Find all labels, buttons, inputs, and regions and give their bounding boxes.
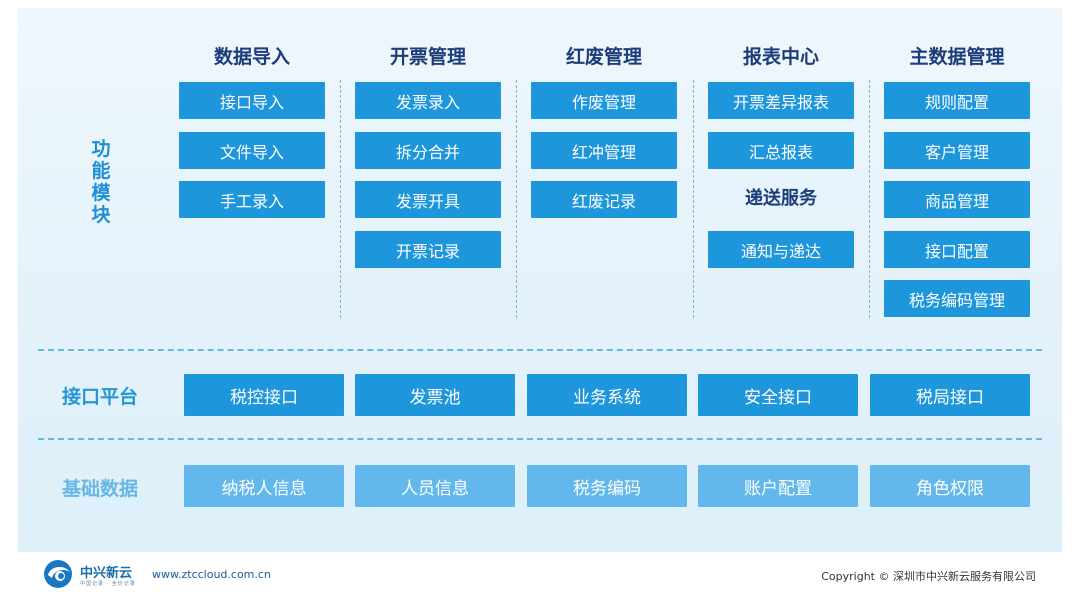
- interface-config-button[interactable]: 接口配置: [884, 231, 1030, 268]
- base-data-label: 基础数据: [62, 478, 139, 500]
- account-config-button[interactable]: 账户配置: [698, 465, 858, 507]
- role-permission-button[interactable]: 角色权限: [870, 465, 1030, 507]
- tax-control-interface-button[interactable]: 税控接口: [184, 374, 344, 416]
- rule-config-button[interactable]: 规则配置: [884, 82, 1030, 119]
- section-divider: [38, 349, 1042, 351]
- column-divider: [693, 80, 694, 318]
- void-management-button[interactable]: 作废管理: [531, 82, 677, 119]
- heading-data-import: 数据导入: [213, 46, 290, 68]
- company-logo-icon: [44, 560, 72, 588]
- copyright-text: Copyright © 深圳市中兴新云服务有限公司: [821, 570, 1036, 583]
- invoice-entry-button[interactable]: 发票录入: [355, 82, 501, 119]
- red-void-record-button[interactable]: 红废记录: [531, 181, 677, 218]
- split-merge-button[interactable]: 拆分合并: [355, 132, 501, 169]
- tax-code-management-button[interactable]: 税务编码管理: [884, 280, 1030, 317]
- summary-report-button[interactable]: 汇总报表: [708, 132, 854, 169]
- company-logo-text: 中兴新云: [80, 566, 133, 581]
- file-import-button[interactable]: 文件导入: [179, 132, 325, 169]
- product-management-button[interactable]: 商品管理: [884, 181, 1030, 218]
- invoice-issue-button[interactable]: 发票开具: [355, 181, 501, 218]
- notification-delivery-button[interactable]: 通知与递达: [708, 231, 854, 268]
- red-reversal-button[interactable]: 红冲管理: [531, 132, 677, 169]
- invoice-diff-report-button[interactable]: 开票差异报表: [708, 82, 854, 119]
- website-link[interactable]: www.ztccloud.com.cn: [152, 568, 271, 581]
- manual-entry-button[interactable]: 手工录入: [179, 181, 325, 218]
- column-divider: [869, 80, 870, 318]
- interface-platform-label: 接口平台: [62, 386, 139, 408]
- invoice-record-button[interactable]: 开票记录: [355, 231, 501, 268]
- column-divider: [340, 80, 341, 318]
- section-divider: [38, 438, 1042, 440]
- company-logo-subtext: 中国记录 · 全价记录: [80, 581, 136, 587]
- column-divider: [516, 80, 517, 318]
- personnel-info-button[interactable]: 人员信息: [355, 465, 515, 507]
- security-interface-button[interactable]: 安全接口: [698, 374, 858, 416]
- heading-report-center: 报表中心: [742, 46, 819, 68]
- taxpayer-info-button[interactable]: 纳税人信息: [184, 465, 344, 507]
- delivery-service-heading: 递送服务: [745, 188, 817, 209]
- tax-code-button[interactable]: 税务编码: [527, 465, 687, 507]
- tax-bureau-interface-button[interactable]: 税局接口: [870, 374, 1030, 416]
- interface-import-button[interactable]: 接口导入: [179, 82, 325, 119]
- function-module-label: 功 能 模 块: [91, 138, 111, 226]
- customer-management-button[interactable]: 客户管理: [884, 132, 1030, 169]
- heading-red-void-management: 红废管理: [565, 46, 642, 68]
- heading-master-data: 主数据管理: [909, 46, 1005, 68]
- invoice-pool-button[interactable]: 发票池: [355, 374, 515, 416]
- heading-invoice-management: 开票管理: [389, 46, 466, 68]
- business-system-button[interactable]: 业务系统: [527, 374, 687, 416]
